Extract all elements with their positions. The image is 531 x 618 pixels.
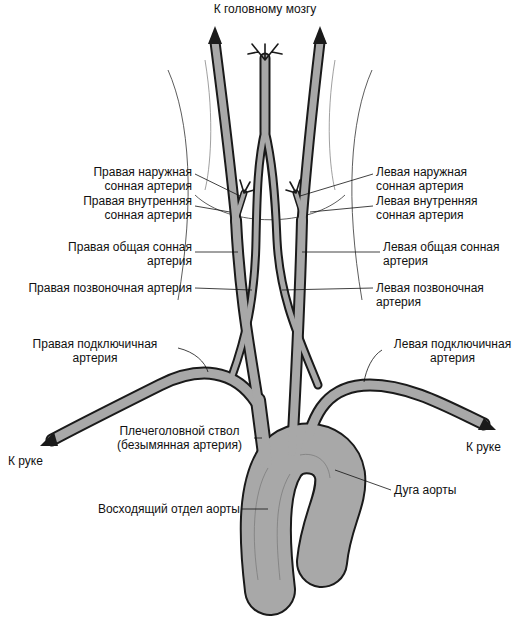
- artery-label: Левая общая сонная артерия: [383, 240, 513, 268]
- flow-arrowhead: [40, 26, 496, 446]
- direction-label: К головному мозгу: [180, 2, 350, 16]
- artery-label: Восходящий отдел аорты: [60, 502, 240, 516]
- direction-label: К руке: [8, 454, 68, 468]
- leader-line: [178, 174, 391, 509]
- artery-label: Правая наружная сонная артерия: [67, 165, 192, 193]
- artery-label: Правая внутренняя сонная артерия: [67, 194, 192, 222]
- artery-label: Левая позвоночная артерия: [376, 281, 526, 309]
- artery-label: Правая позвоночная артерия: [7, 281, 192, 295]
- aorta-shading: [254, 454, 330, 580]
- artery-label: Левая наружная сонная артерия: [376, 165, 506, 193]
- direction-label: К руке: [466, 440, 526, 454]
- vessel-fill: [52, 42, 484, 590]
- artery-label: Правая подключичная артерия: [20, 337, 170, 365]
- small-branches: [240, 44, 300, 193]
- artery-label: Плечеголовной ствол (безымянная артерия): [107, 424, 252, 452]
- artery-label: Левая подключичная артерия: [380, 337, 525, 365]
- artery-label: Дуга аорты: [394, 483, 514, 497]
- artery-label: Правая общая сонная артерия: [67, 240, 192, 268]
- vessel-outline: [52, 42, 484, 590]
- artery-label: Левая внутренняя сонная артерия: [376, 194, 506, 222]
